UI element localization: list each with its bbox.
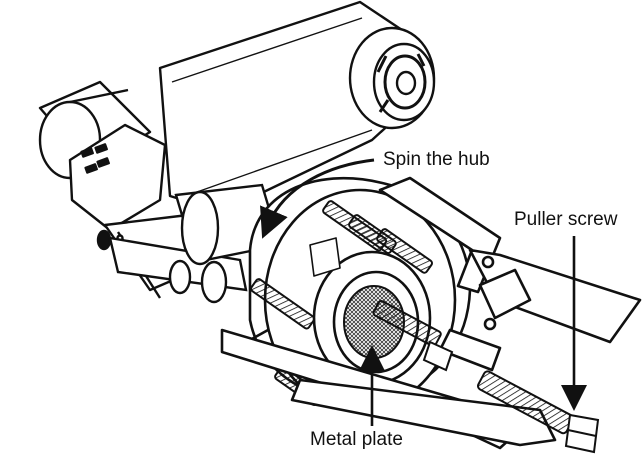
puller-screw-label: Puller screw (514, 209, 618, 230)
spin-arrow (260, 158, 375, 239)
suspension-arm (158, 0, 436, 214)
metal-plate-label: Metal plate (310, 429, 403, 450)
center-bolt (372, 300, 454, 372)
spin-hub-label: Spin the hub (383, 149, 490, 170)
puller-screw (477, 370, 600, 454)
